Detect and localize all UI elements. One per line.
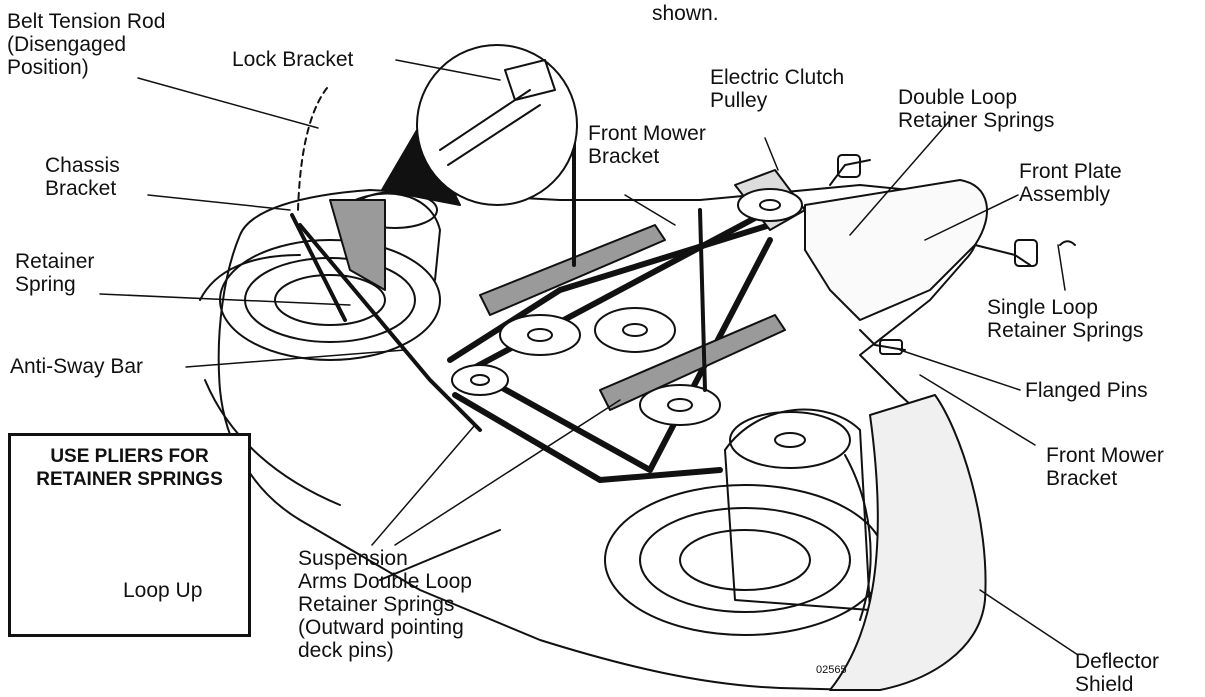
label-chassis-bracket: Chassis Bracket (45, 154, 120, 200)
pliers-inset-caption: Loop Up (123, 579, 203, 602)
mower-rods (290, 128, 707, 392)
label-lock-bracket: Lock Bracket (232, 48, 354, 71)
belt-tension-rod (297, 87, 328, 211)
flanged-pins (859, 240, 1076, 355)
label-retainer-spring: Retainer Spring (15, 250, 95, 296)
left-housing (219, 191, 441, 361)
label-front-plate-assembly: Front Plate Assembly (1019, 160, 1122, 206)
front-plate (804, 154, 1038, 321)
label-flanged-pins: Flanged Pins (1025, 379, 1148, 402)
suspension-arms (329, 199, 786, 411)
deflector-shield (829, 394, 987, 691)
part-code: 02565 (816, 664, 847, 676)
anti-sway-bar (298, 223, 482, 432)
label-front-mower-bracket-right: Front Mower Bracket (1046, 444, 1164, 490)
label-front-mower-bracket-top: Front Mower Bracket (588, 122, 706, 168)
label-double-loop-retainer-springs: Double Loop Retainer Springs (898, 86, 1055, 132)
header-fragment: shown. (652, 2, 719, 25)
label-suspension-arms: Suspension Arms Double Loop Retainer Spr… (298, 547, 472, 662)
label-single-loop-retainer-springs: Single Loop Retainer Springs (987, 296, 1144, 342)
label-electric-clutch-pulley: Electric Clutch Pulley (710, 66, 845, 112)
spindle-pulleys (451, 307, 721, 426)
electric-clutch-pulley (734, 169, 806, 231)
label-belt-tension-rod: Belt Tension Rod (Disengaged Position) (7, 10, 166, 79)
lock-bracket-callout (381, 44, 578, 206)
pliers-inset-title: USE PLIERS FOR RETAINER SPRINGS (36, 446, 223, 490)
label-deflector-shield: Deflector Shield (1075, 650, 1160, 696)
right-housing (604, 408, 886, 636)
pliers-inset: USE PLIERS FOR RETAINER SPRINGS Loop Up (8, 433, 251, 637)
leader-lines (99, 59, 1079, 656)
label-anti-sway-bar: Anti-Sway Bar (10, 355, 144, 378)
